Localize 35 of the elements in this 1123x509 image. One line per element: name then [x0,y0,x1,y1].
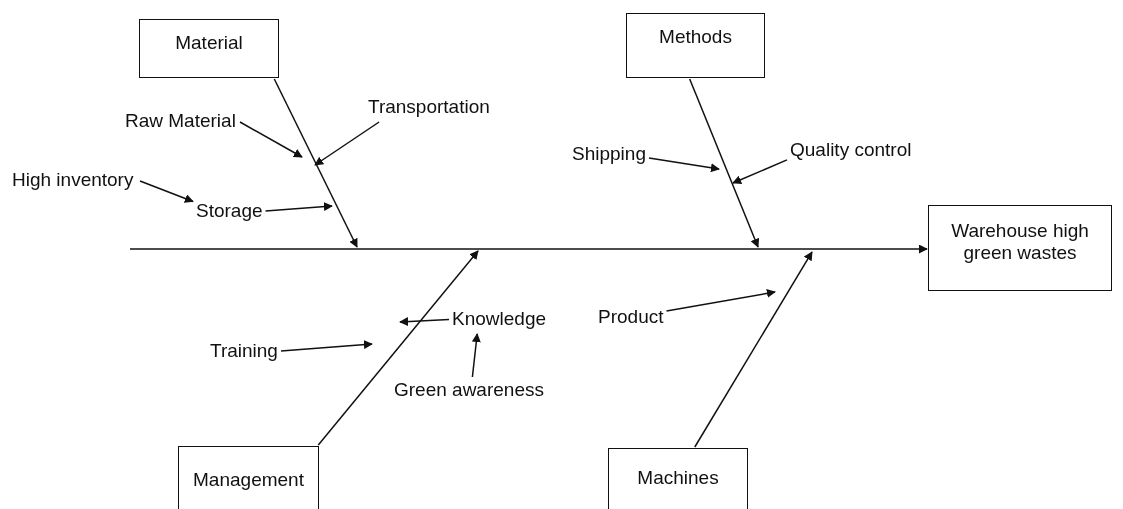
effect-label: Warehouse high green wastes [950,220,1090,264]
bone-arrow [694,251,813,448]
cause-label: Training [208,339,280,365]
arrow [471,333,481,378]
bone-arrow [317,250,479,446]
arrow [239,121,303,158]
cause-label: Storage [194,199,265,225]
cause-label: Green awareness [392,378,546,404]
arrow [399,317,450,327]
arrow [264,202,333,212]
category-label: Machines [636,467,720,489]
category-box [178,446,319,509]
category-box [608,448,748,509]
category-box [139,19,279,78]
cause-label: Quality control [788,138,914,164]
cause-label: Transportation [366,95,492,121]
category-label: Methods [658,26,733,48]
bone-arrow [273,78,358,248]
arrow [648,157,720,173]
arrow [139,180,194,203]
bone-arrow [688,78,760,248]
category-box [626,13,765,78]
effect-box [928,205,1112,291]
cause-label: Product [596,305,666,331]
arrow [314,121,380,166]
category-label: Management [192,469,305,491]
arrow [665,288,776,312]
cause-label: High inventory [10,168,136,194]
category-label: Material [174,32,244,54]
arrow [280,340,373,352]
arrow [732,159,788,184]
cause-label: Knowledge [450,307,549,333]
cause-label: Shipping [570,142,648,168]
spine-arrow [129,244,928,254]
cause-label: Raw Material [123,109,238,135]
